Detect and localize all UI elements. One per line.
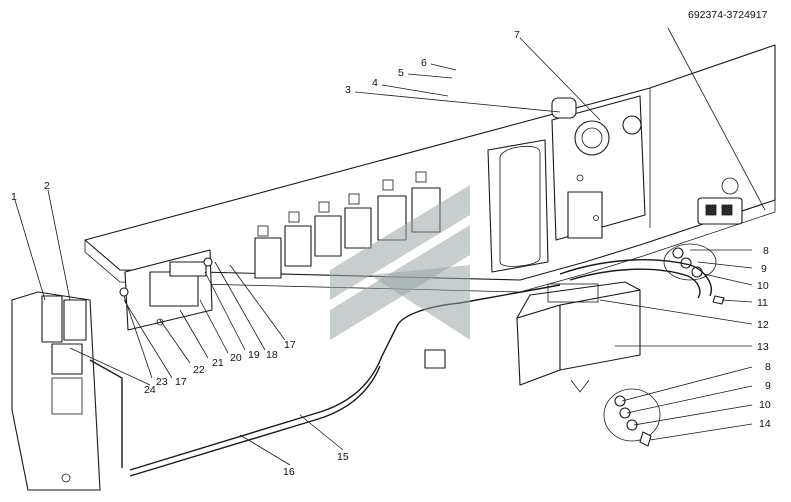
connector-top [697, 177, 743, 225]
main-panel-edge [84, 200, 776, 293]
relay-4 [344, 207, 372, 249]
callout-18: 18 [266, 349, 278, 361]
callout-1: 1 [11, 191, 17, 203]
callout-21: 21 [212, 357, 224, 369]
callout-17-right: 17 [284, 339, 296, 351]
ground-wire-a [559, 259, 712, 297]
harness-16b [129, 365, 381, 477]
right-bracket [551, 95, 646, 241]
drawing-code: 692374-3724917 [688, 9, 768, 21]
callout-12: 12 [757, 319, 769, 331]
callout-13: 13 [757, 341, 769, 353]
harness-connector [424, 349, 446, 369]
callout-6: 6 [421, 57, 427, 69]
callout-10-lower: 10 [759, 399, 771, 411]
callout-8-upper: 8 [763, 245, 769, 257]
callout-17-left: 17 [175, 376, 187, 388]
relay-3 [314, 215, 342, 257]
callout-19: 19 [248, 349, 260, 361]
callout-16: 16 [283, 466, 295, 478]
callout-4: 4 [372, 77, 378, 89]
callout-3: 3 [345, 84, 351, 96]
callout-11: 11 [757, 297, 768, 309]
callout-9-lower: 9 [765, 380, 771, 392]
harness-16 [89, 359, 123, 468]
callout-5: 5 [398, 67, 404, 79]
relay-box [119, 249, 213, 331]
cylinder-unit [487, 139, 549, 273]
callout-22: 22 [193, 364, 205, 376]
fuse-block [567, 191, 603, 239]
relay-2 [284, 225, 312, 267]
control-unit [516, 281, 641, 393]
callout-8-lower: 8 [765, 361, 771, 373]
callout-20: 20 [230, 352, 242, 364]
callout-9-upper: 9 [761, 263, 767, 275]
leader-lines [14, 27, 766, 466]
ground-wire-b [569, 268, 701, 299]
callout-14: 14 [759, 418, 771, 430]
round-device [551, 97, 642, 156]
watermark-logo [330, 185, 470, 340]
relay-1 [254, 237, 282, 279]
callout-10-upper: 10 [757, 280, 769, 292]
callout-24: 24 [144, 384, 156, 396]
hardware-set-upper [663, 243, 725, 305]
hardware-set-lower [603, 388, 661, 447]
callout-15: 15 [337, 451, 349, 463]
callout-23: 23 [156, 376, 168, 388]
callout-2: 2 [44, 180, 50, 192]
callout-7: 7 [514, 29, 520, 41]
main-panel [84, 44, 776, 281]
left-bracket [11, 291, 101, 491]
